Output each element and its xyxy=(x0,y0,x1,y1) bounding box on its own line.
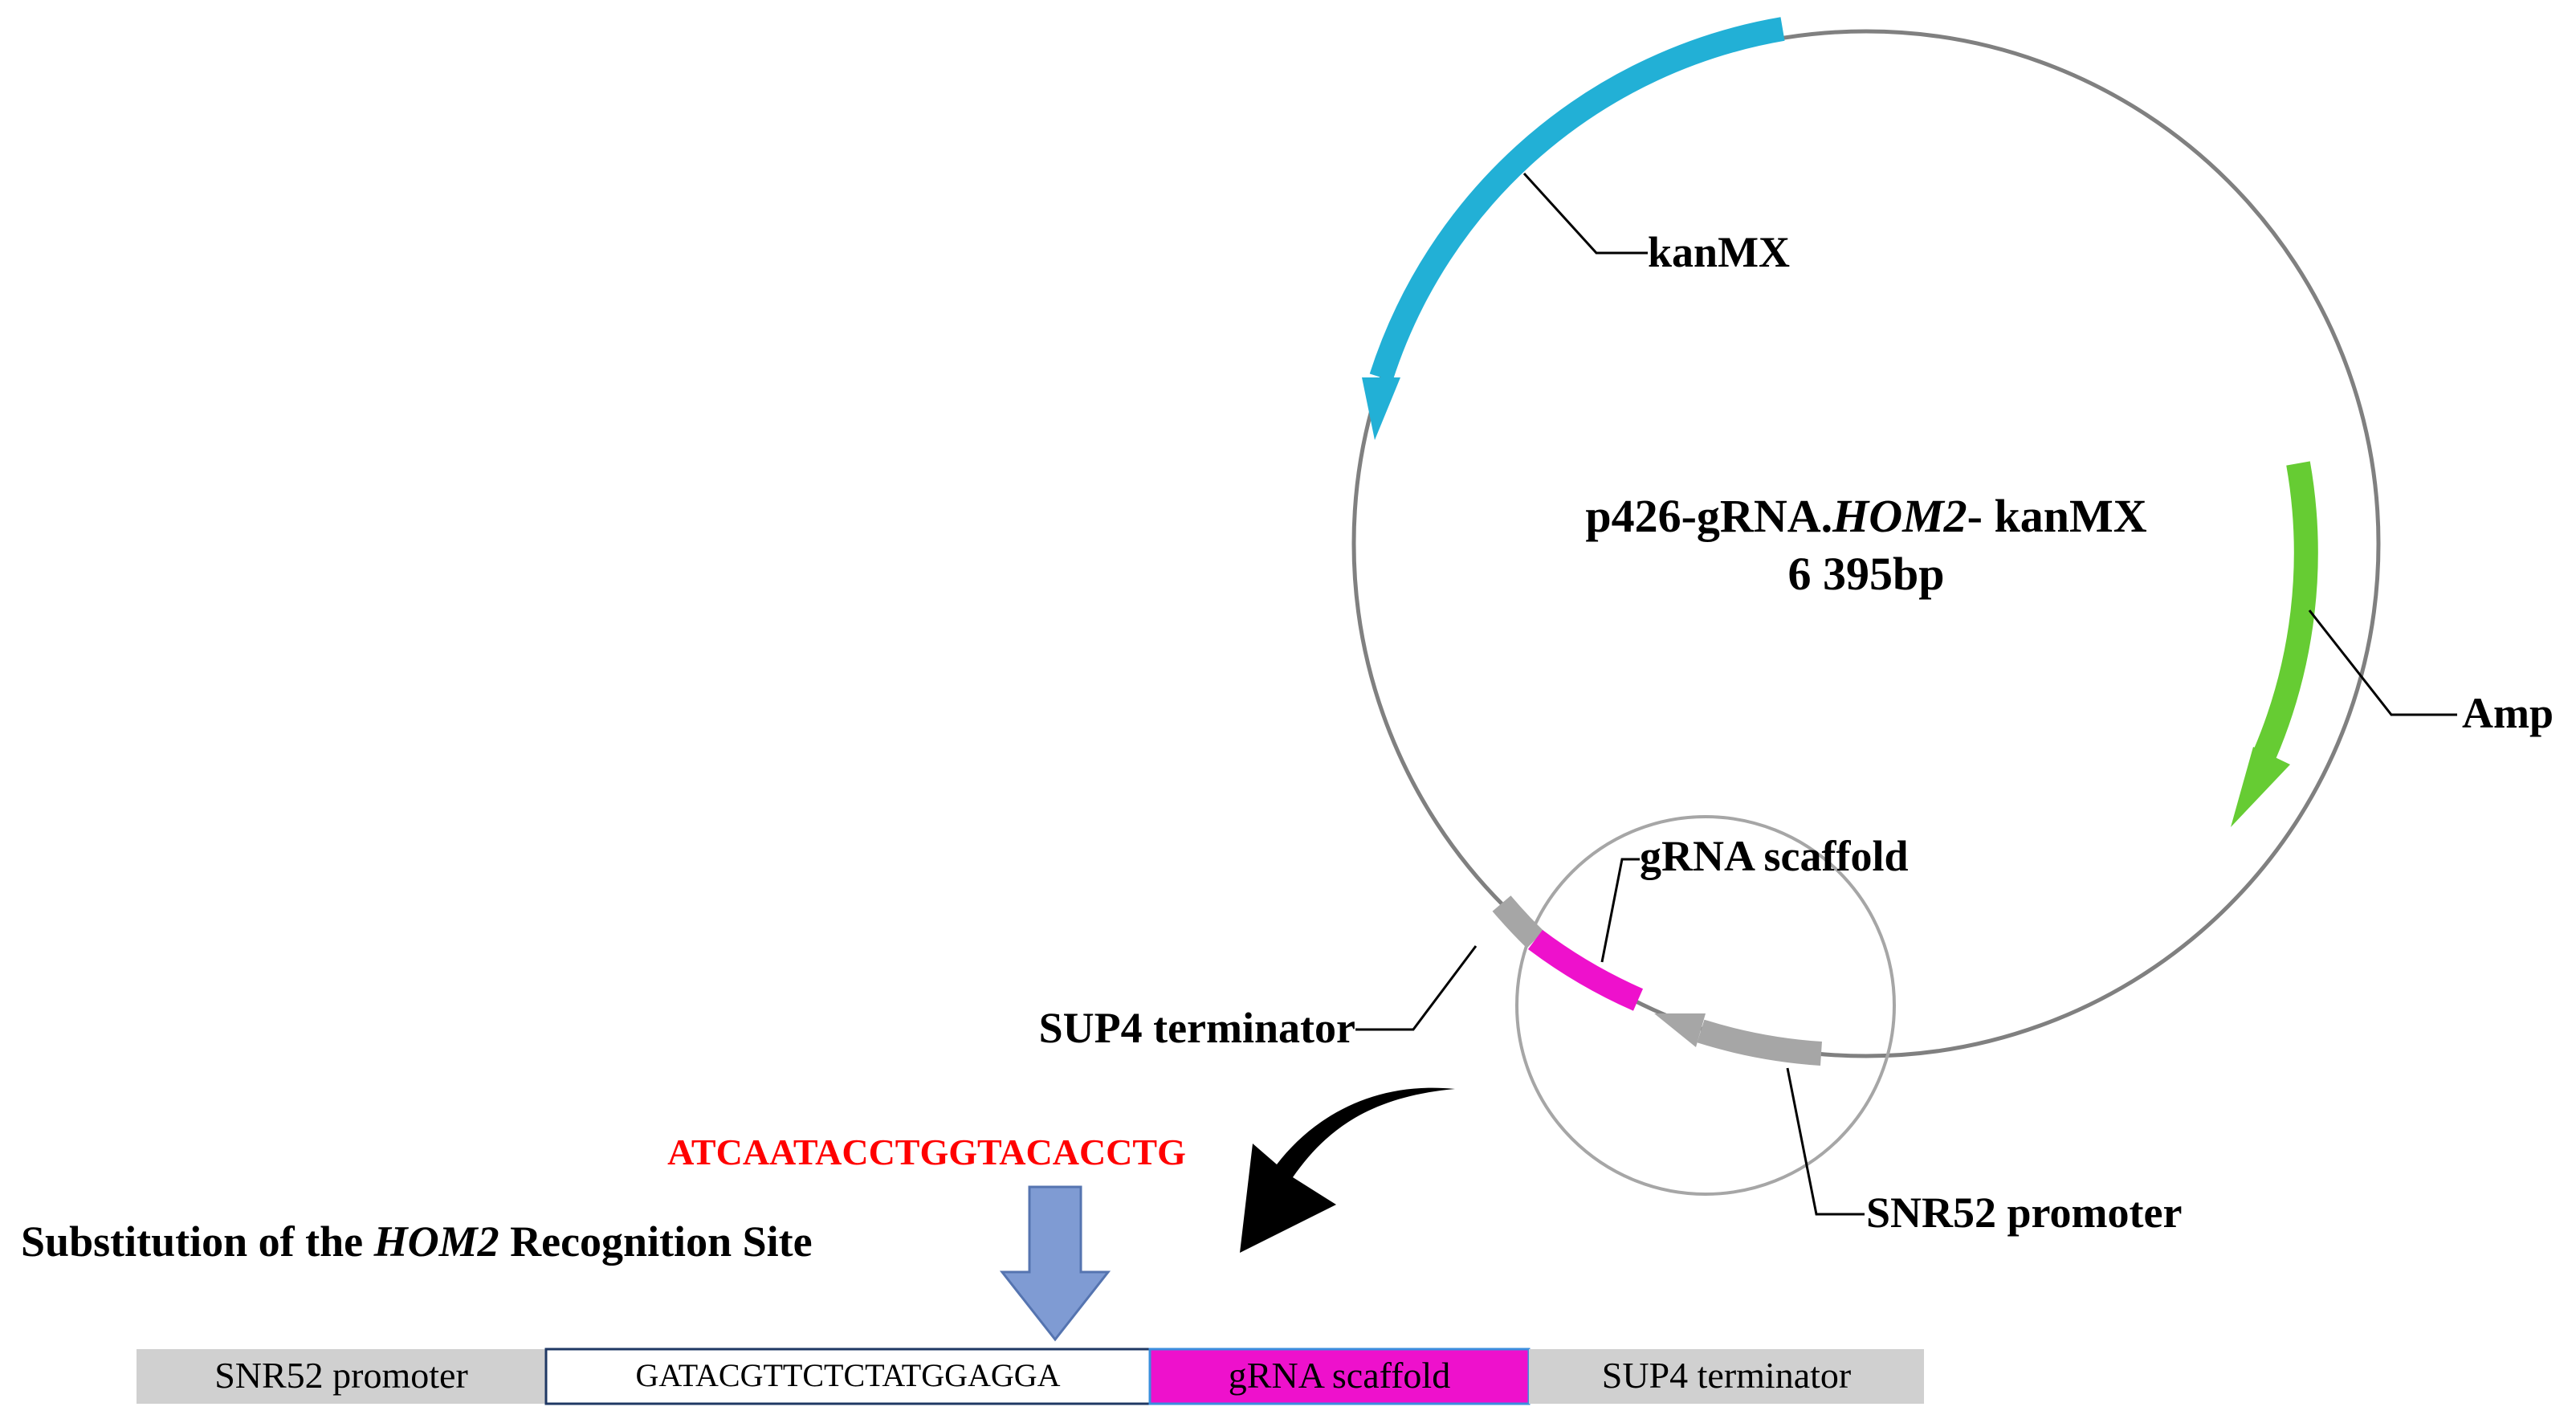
snr52-promoter-label: SNR52 promoter xyxy=(1866,1189,2182,1237)
cassette-target-box xyxy=(544,1348,1151,1405)
kanmx-arrowhead xyxy=(1362,377,1400,440)
cassette-bar: SNR52 promoter GATACGTTCTCTATGGAGGA gRNA… xyxy=(137,1348,1924,1405)
plasmid-backbone xyxy=(1351,29,2381,1058)
snr52-arrowhead xyxy=(1654,1013,1706,1047)
zoom-circle xyxy=(1515,815,1896,1196)
plasmid-name-italic: HOM2 xyxy=(1832,490,1967,542)
zoom-curved-arrow xyxy=(1240,1087,1455,1253)
plasmid-name-suffix: - kanMX xyxy=(1967,490,2147,542)
amp-feature-arc xyxy=(2253,461,2318,760)
grna-scaffold-segment xyxy=(1527,929,1644,1011)
substitution-heading-prefix: Substitution of the xyxy=(21,1217,374,1266)
cassette-segment-sup4: SUP4 terminator xyxy=(1602,1355,1851,1396)
substitution-down-arrow xyxy=(999,1185,1111,1342)
cassette-grna-box xyxy=(1148,1348,1531,1405)
substitution-heading: Substitution of the HOM2 Recognition Sit… xyxy=(21,1217,813,1266)
kanmx-feature-arc xyxy=(1369,17,1785,381)
cassette-snr52-box xyxy=(137,1349,546,1404)
substitution-heading-suffix: Recognition Site xyxy=(499,1217,813,1266)
new-sequence: ATCAATACCTGGTACACCTG xyxy=(667,1132,1186,1172)
amp-leader-line xyxy=(2308,610,2457,716)
sup4-terminator-segment xyxy=(1492,895,1544,948)
snr52-promoter-segment xyxy=(1697,1019,1823,1066)
sup4-leader-line xyxy=(1355,945,1478,1031)
cassette-segment-grna: gRNA scaffold xyxy=(1229,1355,1450,1396)
substitution-heading-italic: HOM2 xyxy=(373,1217,499,1266)
snr52-leader-line xyxy=(1786,1067,1865,1216)
amp-arrowhead xyxy=(2231,747,2290,827)
kanmx-leader-line xyxy=(1522,172,1648,255)
cassette-segment-snr52: SNR52 promoter xyxy=(214,1355,468,1396)
amp-label: Amp xyxy=(2462,689,2554,737)
plasmid-size: 6 395bp xyxy=(1787,548,1944,600)
kanmx-label: kanMX xyxy=(1648,228,1790,276)
grna-scaffold-label: gRNA scaffold xyxy=(1640,832,1909,880)
plasmid-name-prefix: p426-gRNA. xyxy=(1585,490,1832,542)
cassette-segment-target-sequence: GATACGTTCTCTATGGAGGA xyxy=(635,1357,1060,1393)
grna-scaffold-leader-line xyxy=(1600,858,1640,963)
plasmid-name: p426-gRNA.HOM2- kanMX xyxy=(1585,490,2146,542)
sup4-terminator-label: SUP4 terminator xyxy=(1039,1004,1355,1052)
cassette-sup4-box xyxy=(1529,1349,1924,1404)
